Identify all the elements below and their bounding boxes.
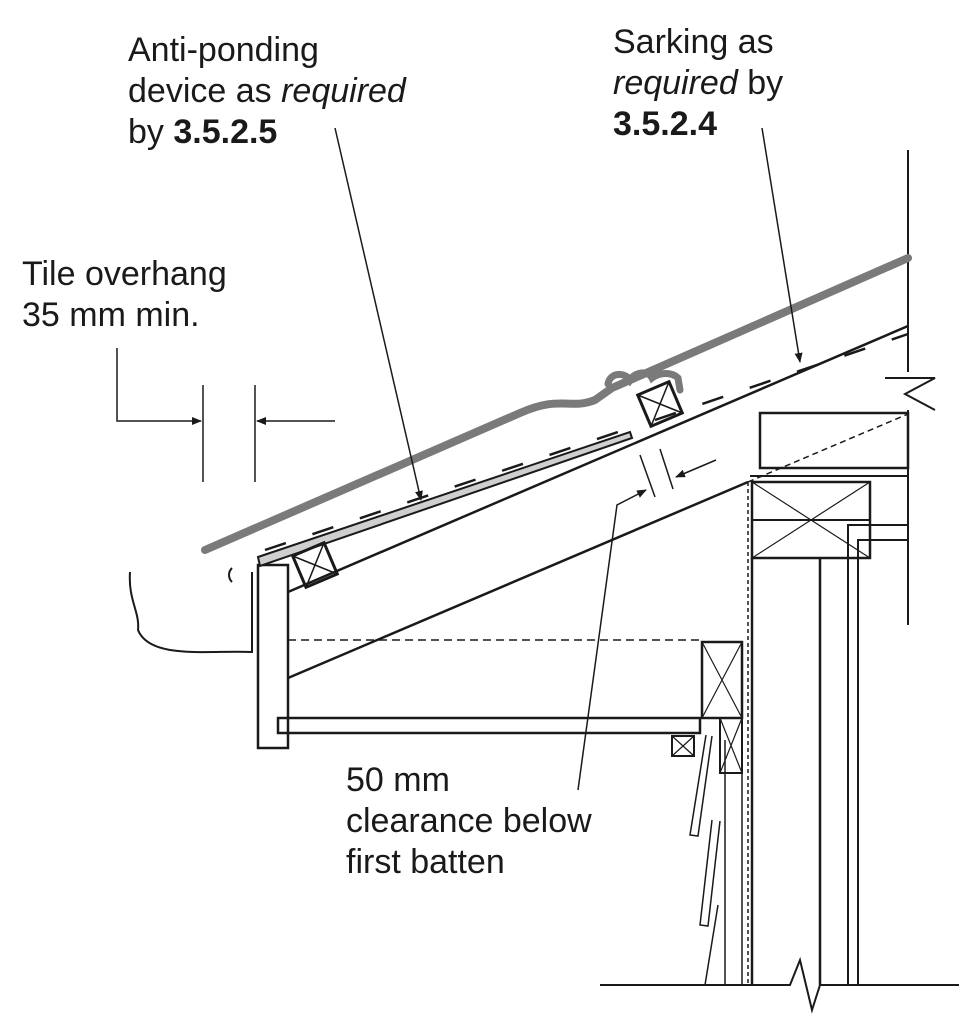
anti-ponding-by: by xyxy=(128,113,174,151)
overhang-line1: Tile overhang xyxy=(22,255,227,293)
soffit xyxy=(276,716,702,735)
anti-ponding-label: Anti-ponding device as required by 3.5.2… xyxy=(128,30,406,153)
clearance-line3: first batten xyxy=(346,843,505,881)
anti-ponding-line1: Anti-ponding xyxy=(128,31,319,69)
sarking-lower xyxy=(264,426,631,552)
clearance-line2: clearance below xyxy=(346,802,592,840)
clearance-label: 50 mm clearance below first batten xyxy=(346,760,592,883)
second-batten xyxy=(635,379,685,429)
anti-ponding-line3: by 3.5.2.5 xyxy=(128,112,406,153)
tile-overhang-label: Tile overhang 35 mm min. xyxy=(22,254,227,336)
sarking-line2: required by xyxy=(613,63,783,104)
fascia xyxy=(256,563,290,750)
top-plate xyxy=(758,411,910,470)
sarking-required: required xyxy=(613,64,738,102)
first-batten xyxy=(290,540,340,590)
anti-ponding-clause: 3.5.2.5 xyxy=(173,113,278,151)
sarking-line1: Sarking as xyxy=(613,23,774,61)
gutter xyxy=(128,571,253,654)
sarking-by: by xyxy=(737,64,784,102)
sarking-label: Sarking as required by 3.5.2.4 xyxy=(613,22,783,145)
rafter-bottom xyxy=(287,480,749,680)
sarking-clause: 3.5.2.4 xyxy=(613,105,717,143)
anti-ponding-line2-text: device as xyxy=(128,72,282,110)
anti-ponding-line2: device as required xyxy=(128,71,406,112)
overhang-line2: 35 mm min. xyxy=(22,296,200,334)
roof-tile xyxy=(201,254,912,554)
clearance-line1: 50 mm xyxy=(346,761,450,799)
sarking-upper xyxy=(654,332,909,422)
anti-ponding-board xyxy=(256,430,634,568)
anti-ponding-required: required xyxy=(281,72,406,110)
